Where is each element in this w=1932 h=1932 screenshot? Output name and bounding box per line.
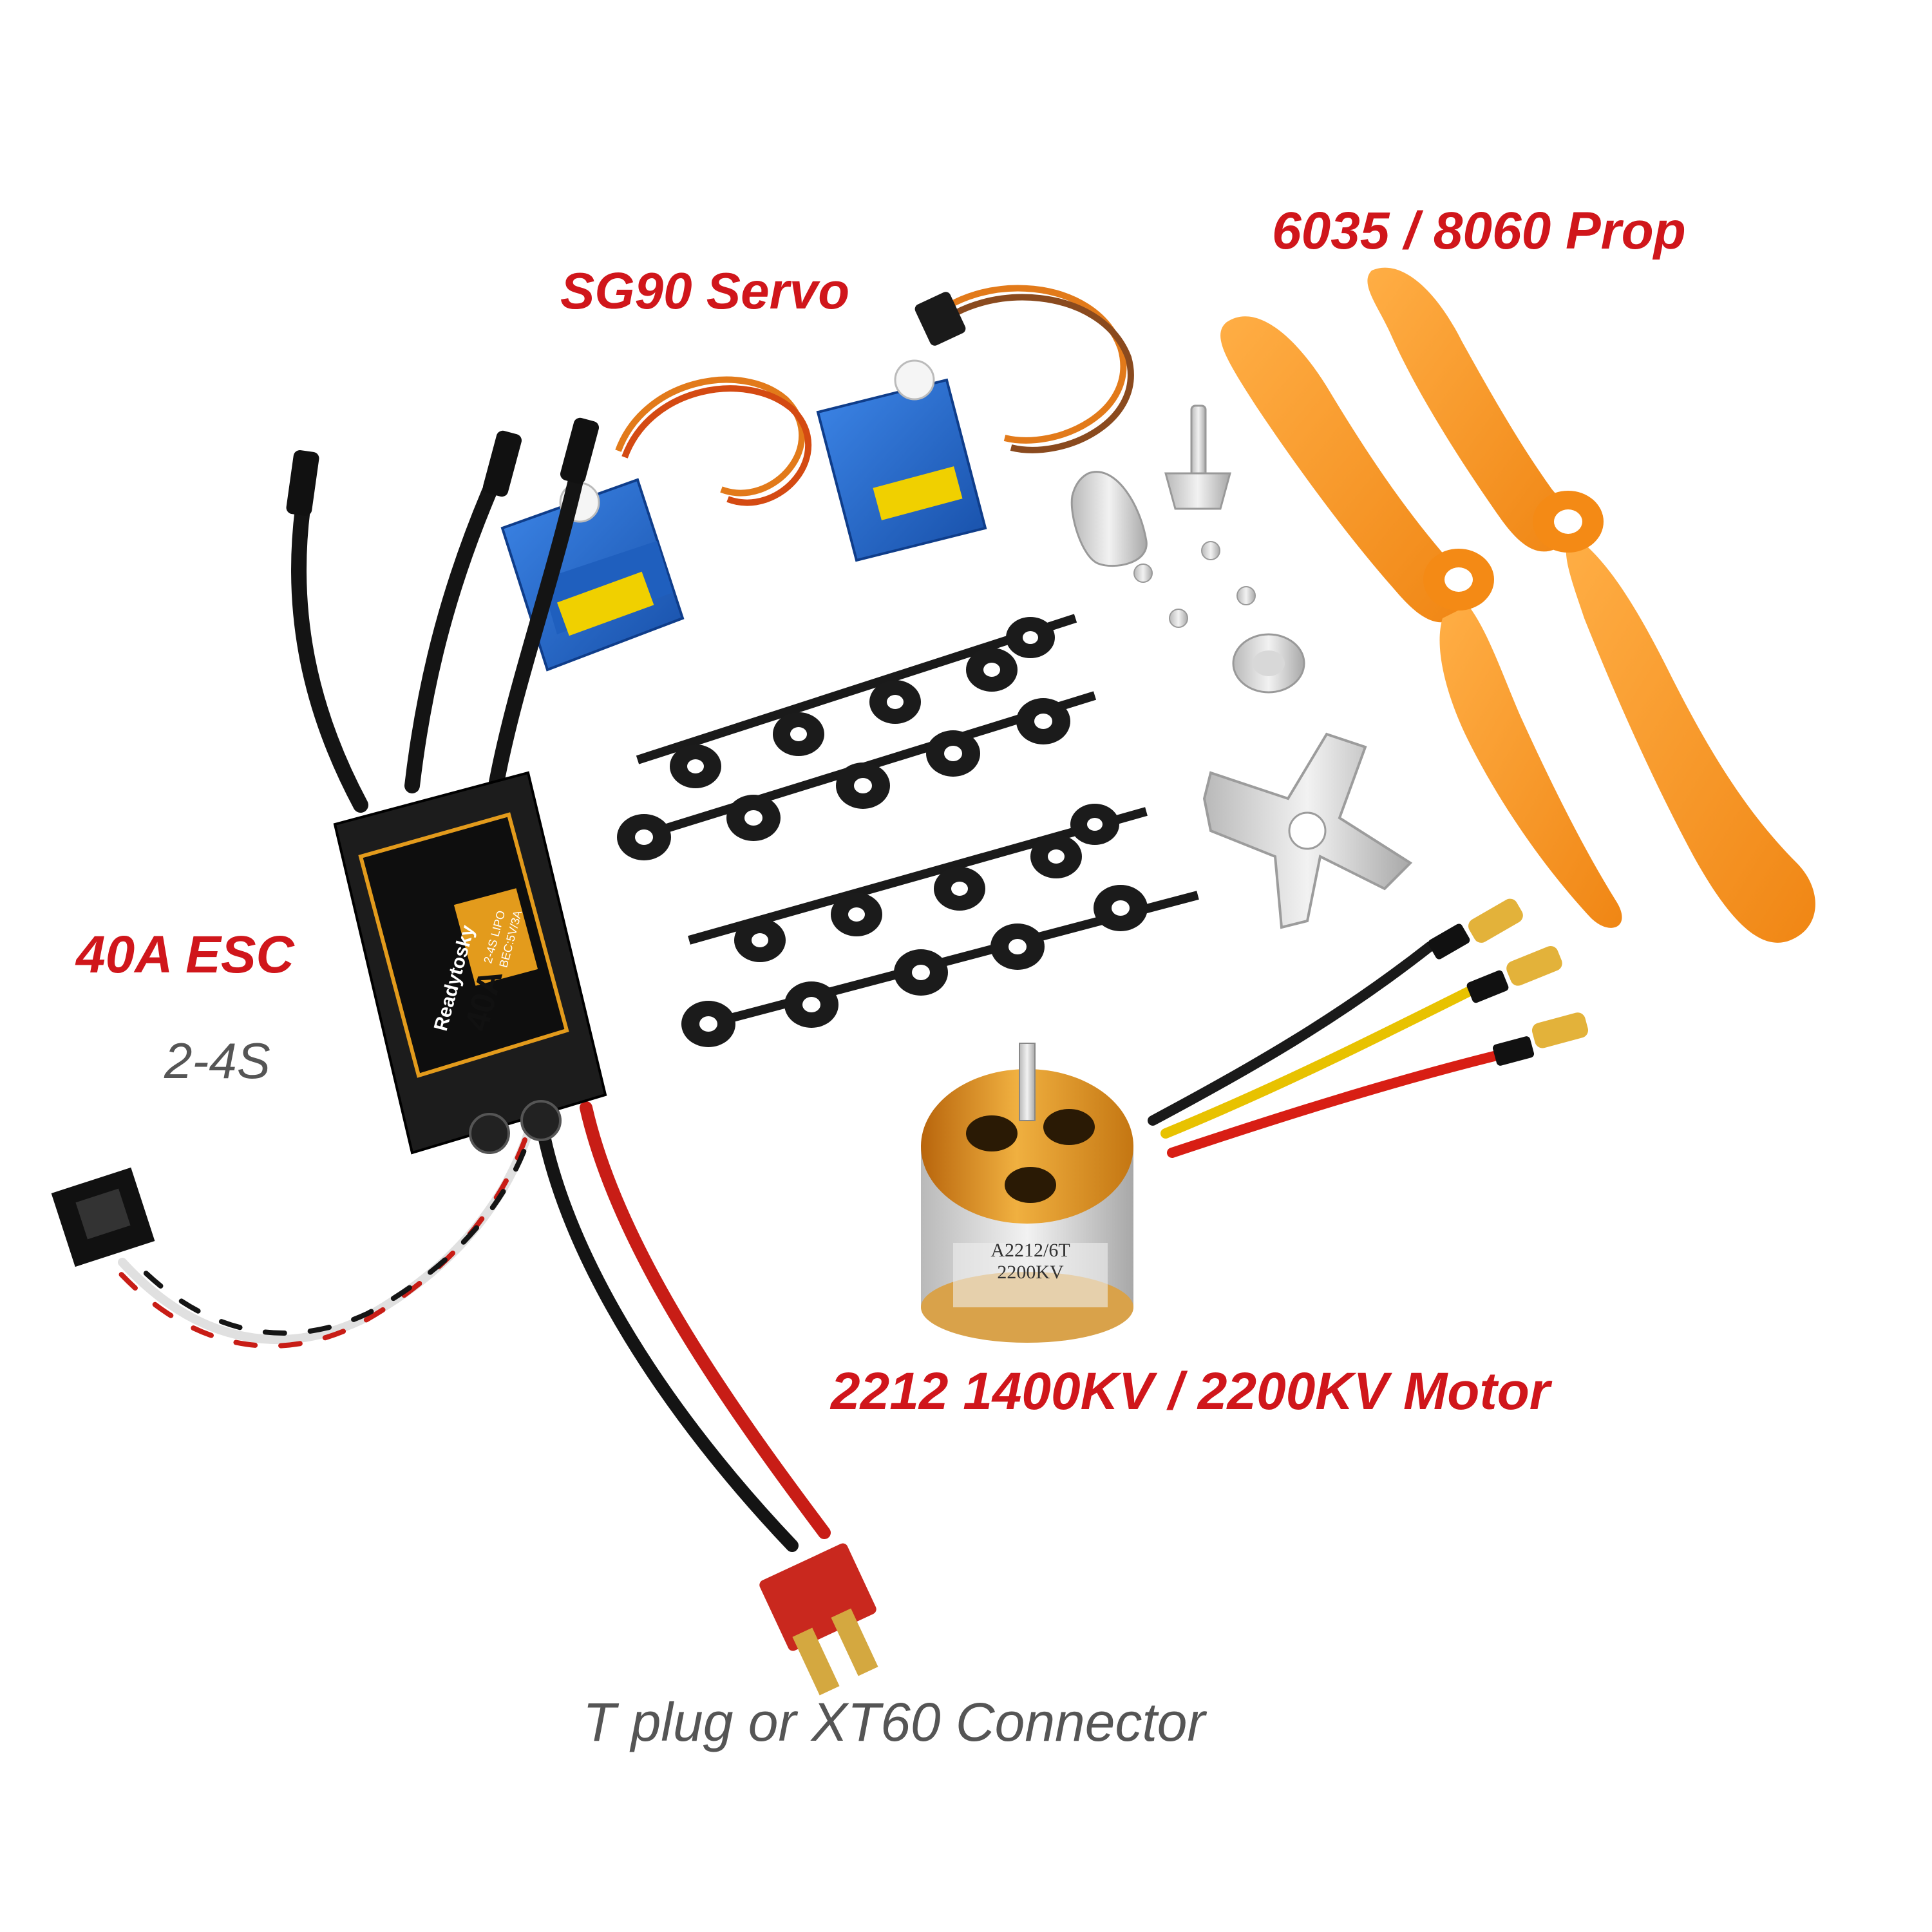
servo-right — [816, 359, 987, 562]
propeller-right — [1367, 267, 1815, 943]
caption-esc: 40A ESC — [76, 925, 294, 984]
esc-bullet-connector — [482, 430, 522, 497]
servo-left — [500, 478, 685, 672]
caption-esc-cells: 2-4S — [164, 1032, 270, 1089]
esc-bullet-connector — [286, 450, 319, 516]
esc-wires — [113, 456, 831, 1552]
esc-bullet-connector — [560, 417, 600, 484]
caption-prop: 6035 / 8060 Prop — [1272, 202, 1686, 260]
t-plug-connector — [759, 1543, 878, 1696]
servo-wires — [615, 285, 1134, 506]
servo-lead-plug — [51, 1167, 155, 1267]
caption-servo: SG90 Servo — [560, 262, 850, 319]
brushless-motor — [921, 1043, 1133, 1343]
motor-wires — [1148, 898, 1589, 1158]
esc-body — [333, 771, 607, 1155]
caption-connector: T plug or XT60 Connector — [583, 1692, 1206, 1752]
rubber-grommets-upper — [617, 614, 1097, 860]
propeller-left — [1220, 316, 1622, 928]
rubber-grommets-lower — [681, 804, 1199, 1047]
caption-motor: 2212 1400KV / 2200KV Motor — [831, 1362, 1550, 1421]
motor-mount-plate — [1202, 732, 1413, 929]
prop-adapter-parts — [1070, 404, 1305, 694]
